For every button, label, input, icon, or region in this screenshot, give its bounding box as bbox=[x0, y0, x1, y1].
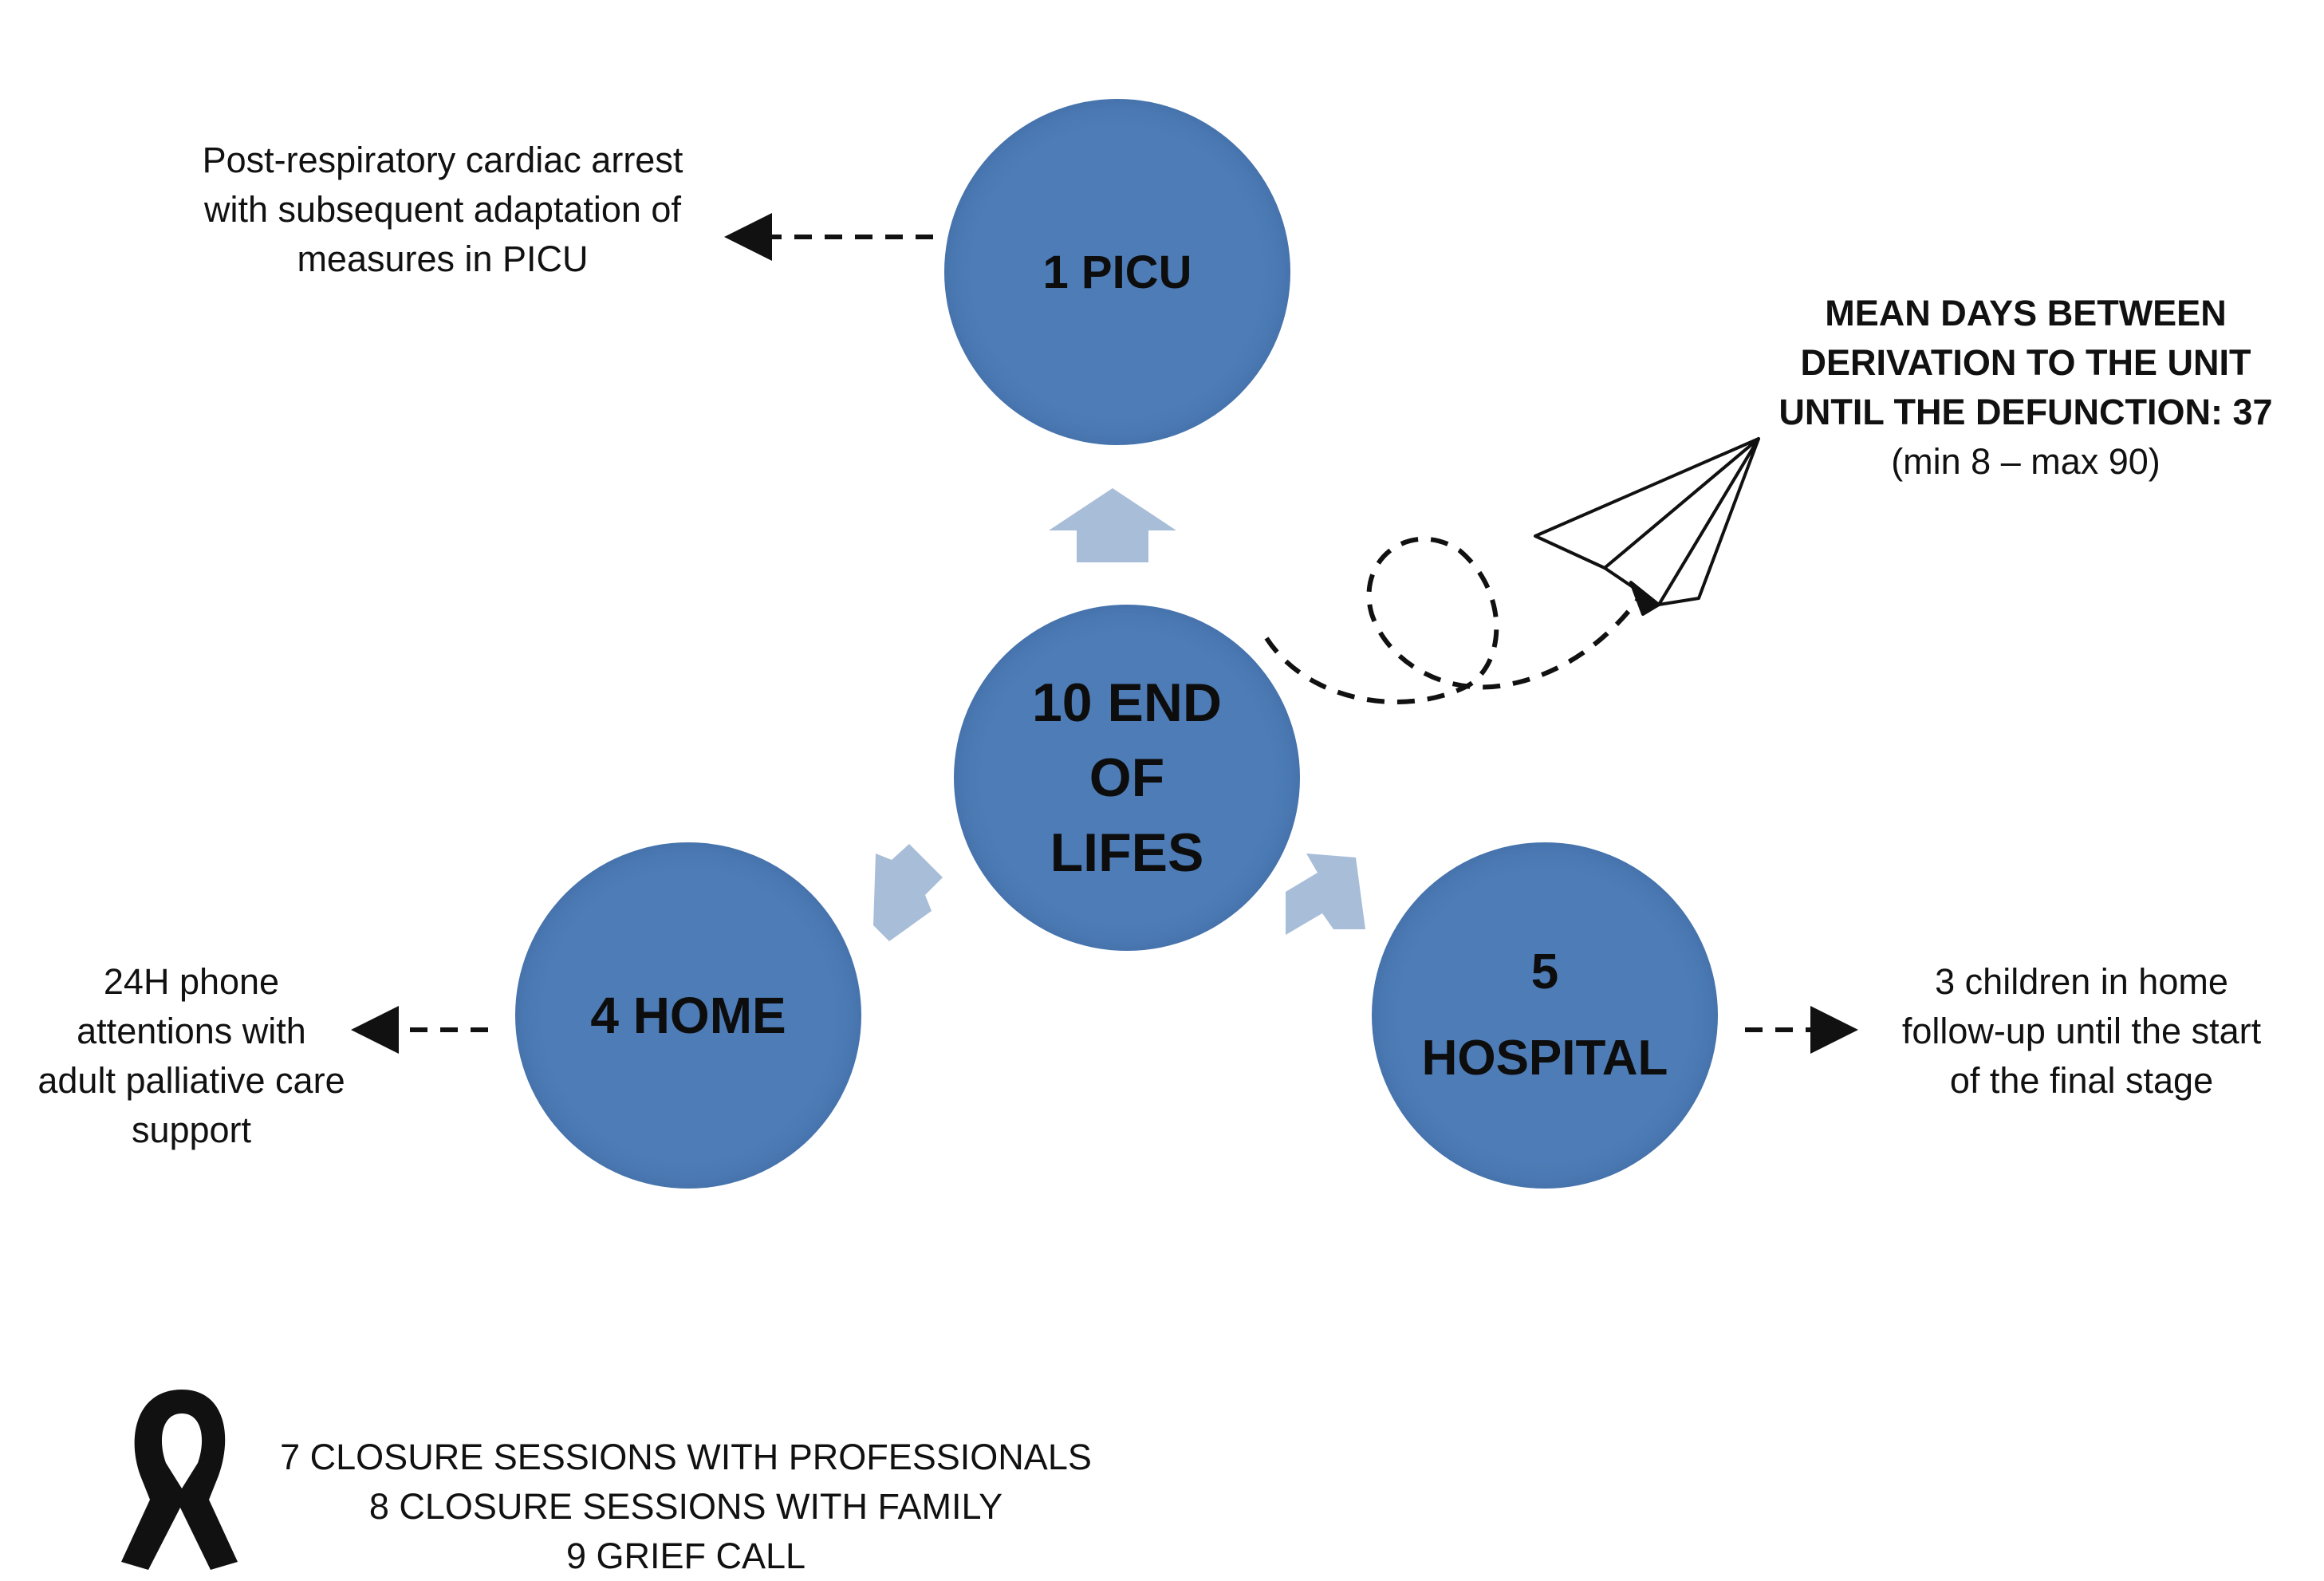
black-awareness-ribbon-icon bbox=[121, 1390, 238, 1570]
arrow-to-home-icon bbox=[873, 844, 943, 941]
hospital-note-line-1: 3 children in home bbox=[1935, 961, 2228, 1002]
home-note-line-3: adult palliative care bbox=[37, 1060, 345, 1101]
closure-line-2: 8 CLOSURE SESSIONS WITH FAMILY bbox=[368, 1486, 1003, 1527]
home-note-line-4: support bbox=[131, 1110, 252, 1150]
center-line-1: 10 END bbox=[1031, 672, 1223, 733]
hospital-note-line-3: of the final stage bbox=[1949, 1060, 2214, 1101]
home-node-label: 4 HOME bbox=[590, 987, 786, 1044]
arrow-to-hospital-icon bbox=[1286, 854, 1365, 935]
picu-node: 1 PICU bbox=[944, 99, 1290, 445]
closure-summary: 7 CLOSURE SESSIONS WITH PROFESSIONALS 8 … bbox=[263, 1433, 1109, 1581]
arrow-to-picu-icon bbox=[1049, 488, 1176, 562]
picu-node-label: 1 PICU bbox=[1042, 246, 1192, 298]
mean-days-range: (min 8 – max 90) bbox=[1891, 441, 2161, 482]
center-line-3: LIFES bbox=[1050, 822, 1204, 883]
hospital-count: 5 bbox=[1530, 944, 1559, 999]
home-note-line-1: 24H phone bbox=[103, 961, 280, 1002]
hospital-label: HOSPITAL bbox=[1421, 1031, 1668, 1086]
picu-note-line-2: with subsequent adaptation of bbox=[204, 189, 681, 230]
paper-plane-icon bbox=[1534, 437, 1760, 616]
home-node: 4 HOME bbox=[515, 842, 861, 1189]
mean-days-note: MEAN DAYS BETWEEN DERIVATION TO THE UNIT… bbox=[1747, 289, 2305, 487]
home-note: 24H phone attentions with adult palliati… bbox=[16, 957, 367, 1155]
mean-days-line-1: MEAN DAYS BETWEEN bbox=[1825, 293, 2227, 333]
flight-loop-path bbox=[1264, 536, 1641, 704]
picu-note: Post-respiratory cardiac arrest with sub… bbox=[160, 136, 726, 284]
hospital-node: 5 HOSPITAL bbox=[1372, 842, 1718, 1189]
end-of-lifes-node: 10 END OF LIFES bbox=[954, 605, 1300, 951]
hospital-note-line-2: follow-up until the start bbox=[1901, 1011, 2262, 1051]
picu-note-line-1: Post-respiratory cardiac arrest bbox=[202, 140, 683, 180]
center-line-2: OF bbox=[1089, 747, 1165, 808]
home-note-line-2: attentions with bbox=[77, 1011, 306, 1051]
hospital-note: 3 children in home follow-up until the s… bbox=[1858, 957, 2305, 1106]
mean-days-line-3: UNTIL THE DEFUNCTION: 37 bbox=[1778, 392, 2273, 432]
picu-note-line-3: measures in PICU bbox=[297, 239, 589, 279]
mean-days-line-2: DERIVATION TO THE UNIT bbox=[1800, 342, 2251, 383]
closure-line-1: 7 CLOSURE SESSIONS WITH PROFESSIONALS bbox=[280, 1437, 1092, 1477]
closure-line-3: 9 GRIEF CALL bbox=[565, 1536, 806, 1576]
